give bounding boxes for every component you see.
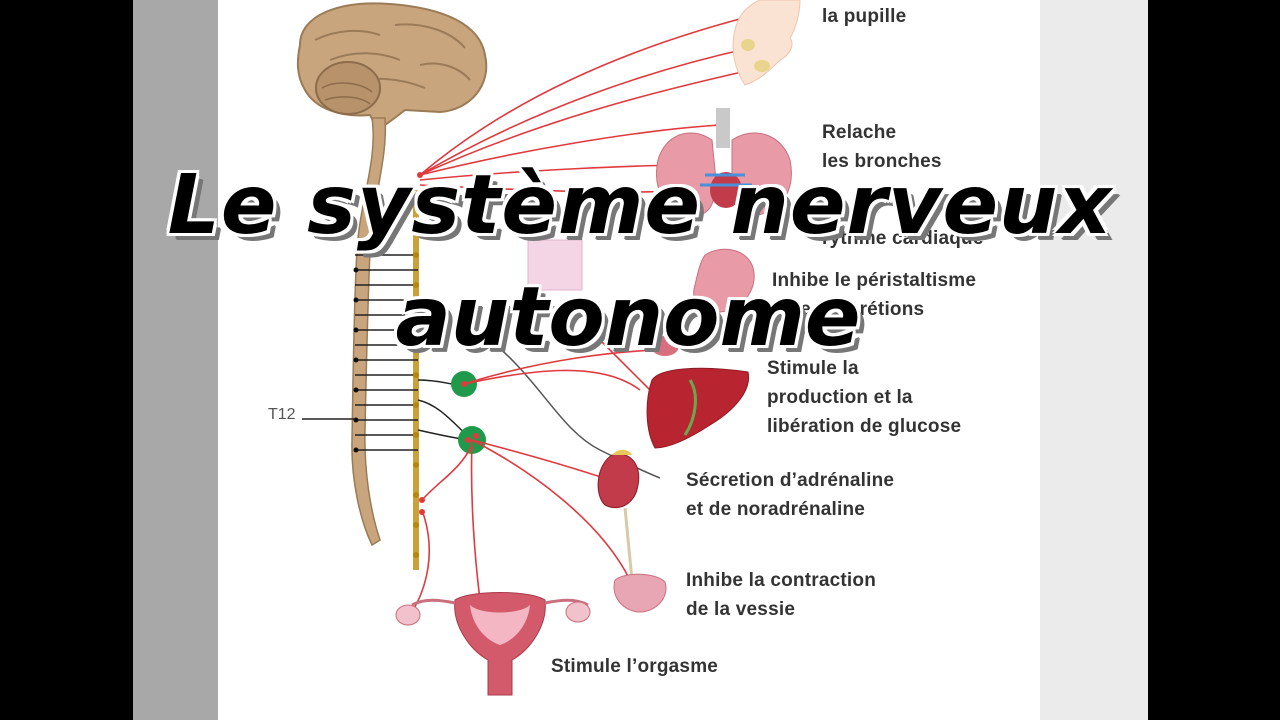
bladder-illustration bbox=[613, 573, 667, 613]
video-title-line-1: Le système nerveux bbox=[167, 158, 1113, 253]
label-adrenaline: Sécretion d’adrénaline et de noradrénali… bbox=[686, 470, 895, 520]
reproductive-organs-illustration bbox=[395, 592, 591, 696]
label-orgasme: Stimule l’orgasme bbox=[551, 656, 719, 677]
intestine-illustration bbox=[651, 336, 679, 356]
letterbox-right bbox=[1148, 0, 1280, 720]
label-vessie: Inhibe la contraction de la vessie bbox=[686, 570, 876, 620]
skin-gland-illustration bbox=[527, 239, 583, 291]
label-bronches: Relache les bronches bbox=[822, 122, 942, 172]
root-dots bbox=[353, 267, 359, 453]
brain-illustration bbox=[296, 2, 488, 132]
kidney-illustration bbox=[597, 453, 640, 509]
label-glucose: Stimule la production et la libération d… bbox=[767, 358, 962, 437]
label-pupille: la pupille bbox=[822, 6, 907, 27]
letterbox-left bbox=[0, 0, 133, 720]
liver-illustration bbox=[646, 367, 750, 449]
video-title-line-2: autonome bbox=[395, 270, 861, 365]
face-illustration bbox=[732, 0, 801, 86]
label-cardiaque: rythme cardiaque bbox=[822, 228, 984, 249]
stomach-illustration bbox=[693, 248, 755, 313]
ganglion-upper bbox=[488, 323, 502, 337]
lungs-illustration bbox=[656, 108, 792, 216]
chain-dots bbox=[413, 252, 419, 558]
spinal-cord bbox=[351, 117, 387, 547]
slide-margin-left bbox=[133, 0, 218, 720]
slide-margin-right bbox=[1040, 0, 1148, 720]
label-peristaltisme: Inhibe le péristaltisme et les sécrétion… bbox=[772, 270, 977, 320]
vertebra-label-t12: T12 bbox=[268, 406, 296, 423]
